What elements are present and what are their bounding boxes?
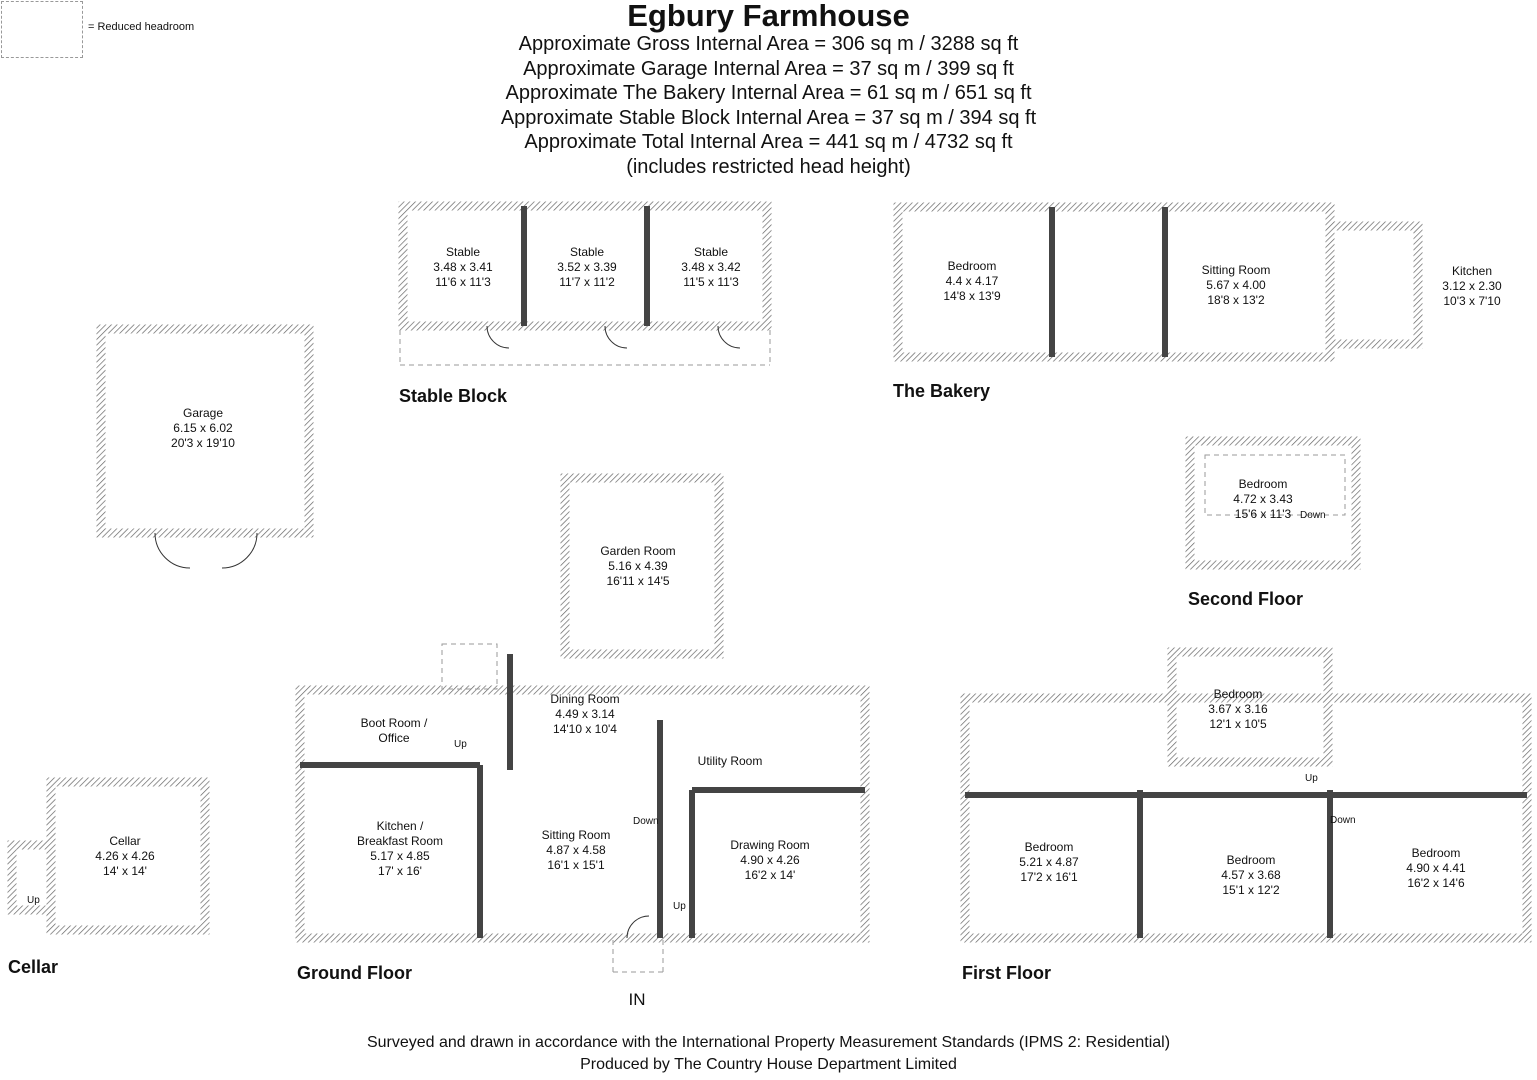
- stair-label-up: Up: [1305, 773, 1318, 784]
- reduced-headroom-legend: = Reduced headroom: [88, 21, 195, 33]
- first-floor-walls: [960, 693, 1532, 943]
- first-floor-upper-walls: [1167, 647, 1333, 767]
- stair-label-up: Up: [27, 895, 40, 906]
- floor-label-bakery: The Bakery: [893, 381, 991, 401]
- stair-label-up: Up: [673, 901, 686, 912]
- stair-label-down: Down: [633, 816, 659, 827]
- floor-label-ground-floor: Ground Floor: [297, 963, 412, 983]
- garage-walls: [96, 324, 314, 538]
- cellar-stair-walls: [7, 840, 56, 915]
- area-summary: Approximate Gross Internal Area = 306 sq…: [0, 32, 1537, 179]
- area-line: Approximate Gross Internal Area = 306 sq…: [518, 33, 1019, 55]
- room-label-boot-room: Boot Room /Office: [360, 716, 428, 745]
- floor-label-first-floor: First Floor: [962, 963, 1051, 983]
- ground-floor-walls: [295, 685, 870, 943]
- stair-label-down: Down: [1300, 510, 1326, 521]
- footer: Surveyed and drawn in accordance with th…: [0, 1032, 1537, 1076]
- reduced-headroom-swatch: [1, 1, 83, 58]
- footer-line: Surveyed and drawn in accordance with th…: [366, 1034, 1171, 1051]
- second-floor-walls: [1185, 436, 1361, 570]
- stable-block-walls: [398, 201, 772, 331]
- area-line: Approximate The Bakery Internal Area = 6…: [505, 82, 1032, 104]
- room-label-utility-room: Utility Room: [697, 754, 763, 768]
- bakery-kitchen-walls: [1325, 221, 1423, 349]
- floor-label-stable-block: Stable Block: [399, 386, 508, 406]
- garden-room-walls: [560, 473, 724, 659]
- area-line: Approximate Stable Block Internal Area =…: [500, 106, 1037, 129]
- floor-label-second-floor: Second Floor: [1188, 589, 1304, 609]
- page-title: Egbury Farmhouse: [627, 0, 910, 33]
- floor-label-cellar: Cellar: [8, 957, 59, 977]
- footer-line: Produced by The Country House Department…: [580, 1056, 957, 1073]
- entrance-label: IN: [628, 990, 646, 1009]
- area-line: (includes restricted head height): [626, 155, 911, 178]
- area-line: Approximate Total Internal Area = 441 sq…: [524, 131, 1013, 153]
- stair-label-up: Up: [454, 739, 467, 750]
- area-line: Approximate Garage Internal Area = 37 sq…: [523, 57, 1014, 80]
- stair-label-down: Down: [1330, 815, 1356, 826]
